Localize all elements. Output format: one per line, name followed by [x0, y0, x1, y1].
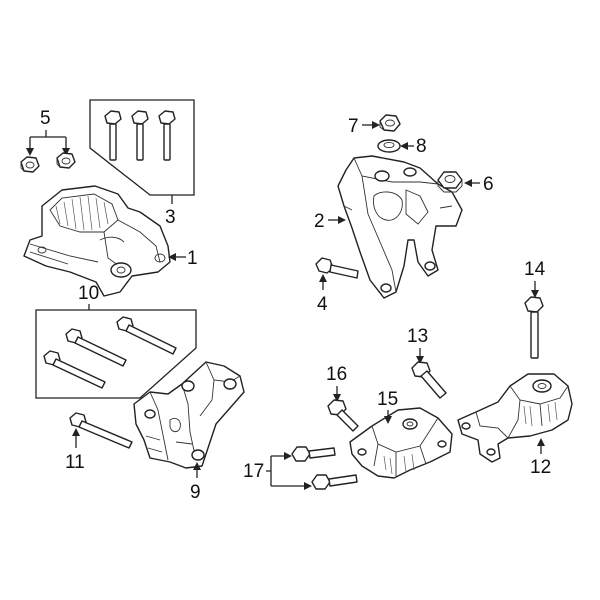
callout-7: 7 — [348, 116, 359, 137]
nut-part-7 — [379, 114, 401, 132]
callout-1: 1 — [187, 248, 198, 269]
callout-14-group: 14 — [524, 259, 546, 359]
nut-part-5b — [56, 152, 76, 169]
callout-2: 2 — [314, 211, 325, 232]
callout-15: 15 — [377, 389, 398, 410]
bolt-part-3c — [158, 110, 176, 161]
callout-8: 8 — [416, 136, 427, 157]
nut-part-6 — [437, 171, 463, 193]
nut-part-5a — [20, 156, 40, 173]
bolt-part-17b — [311, 474, 358, 490]
callout-6-group: 6 — [437, 171, 494, 195]
callout-3: 3 — [165, 207, 176, 228]
callout-14: 14 — [524, 259, 546, 280]
callout-10: 10 — [78, 283, 99, 304]
callout-16: 16 — [326, 364, 347, 385]
bolt-part-10a — [65, 328, 127, 367]
callout-3-group: 3 — [89, 99, 195, 228]
mount-bracket-part-2: 2 — [314, 155, 463, 299]
washer-part-8 — [377, 139, 401, 153]
bolt-part-4 — [315, 257, 359, 279]
mount-part-15: 15 — [349, 389, 453, 479]
bolt-part-11 — [69, 412, 133, 449]
callout-9: 9 — [190, 482, 201, 503]
bolt-part-13 — [411, 361, 447, 399]
callout-11: 11 — [65, 452, 85, 473]
callout-8-group: 8 — [377, 136, 427, 157]
bracket-part-9: 9 — [133, 361, 245, 503]
bolt-part-16 — [327, 399, 359, 432]
callout-4-group: 4 — [315, 257, 359, 315]
rear-mount-part-12: 12 — [457, 373, 573, 478]
callout-11-group: 11 — [65, 412, 133, 473]
callout-13: 13 — [407, 326, 428, 347]
callout-6: 6 — [483, 174, 494, 195]
bolt-part-10c — [43, 350, 106, 389]
callout-16-group: 16 — [326, 364, 359, 432]
callout-17-group: 17 — [243, 446, 358, 490]
callout-12: 12 — [530, 457, 551, 478]
bolt-part-3b — [131, 110, 149, 161]
bolt-part-3a — [104, 110, 122, 161]
engine-mount-part-1: 1 — [23, 185, 198, 297]
bolt-part-17a — [291, 446, 336, 462]
bolt-set-box-10 — [35, 309, 197, 399]
callout-4: 4 — [317, 294, 328, 315]
bolt-part-10b — [116, 316, 177, 355]
callout-17: 17 — [243, 461, 264, 482]
callout-7-group: 7 — [348, 114, 401, 137]
callout-5-group: 5 — [20, 108, 76, 173]
callout-5: 5 — [40, 108, 51, 129]
bolt-part-14 — [524, 296, 544, 359]
callout-13-group: 13 — [407, 326, 447, 399]
callout-10-group: 10 — [35, 283, 197, 399]
